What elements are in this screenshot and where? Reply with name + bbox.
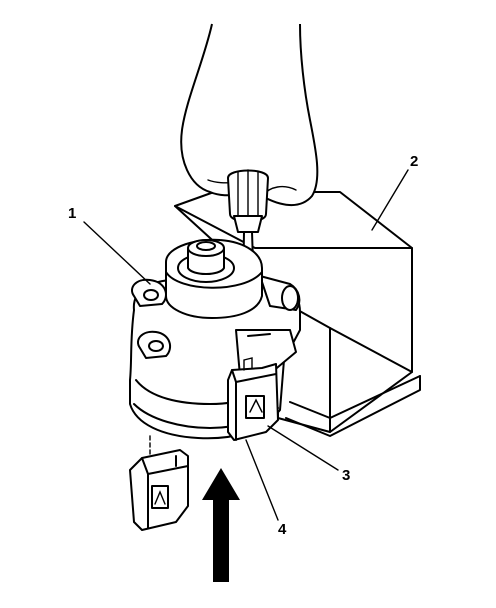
callout-2: 2 xyxy=(410,153,418,170)
leader-line-1 xyxy=(83,221,151,285)
retaining-bracket xyxy=(235,329,297,377)
installed-clip xyxy=(227,357,279,441)
callout-1: 1 xyxy=(68,205,76,222)
callout-3: 3 xyxy=(342,467,350,484)
upward-arrow-icon xyxy=(202,468,240,582)
callout-4: 4 xyxy=(278,521,287,538)
leader-line-2 xyxy=(371,169,409,231)
leader-line-4 xyxy=(245,439,279,521)
loose-clip xyxy=(129,449,189,531)
leader-line-3 xyxy=(267,425,339,471)
